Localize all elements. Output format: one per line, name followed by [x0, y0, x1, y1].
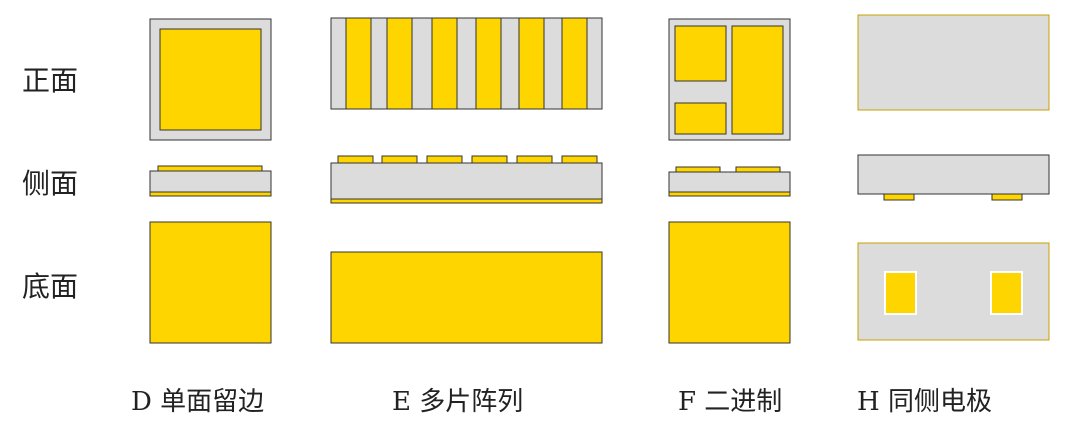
d-side-top-electrode [157, 165, 263, 172]
d-side-view [149, 165, 272, 197]
e-side-top-electrode [471, 155, 508, 164]
row-label-side: 侧面 [22, 167, 78, 200]
column-f [668, 18, 791, 344]
f-side-view [668, 166, 791, 197]
e-front-substrate [330, 17, 603, 110]
h-bottom-view [857, 242, 1050, 341]
e-front-strip [518, 17, 545, 110]
e-front-strip [386, 17, 413, 110]
f-side-top-electrode [735, 166, 781, 173]
row-label-bottom: 底面 [22, 270, 78, 303]
f-front-view [668, 18, 791, 141]
f-side-top-electrode [675, 166, 721, 173]
f-bottom-view [668, 221, 791, 344]
column-label-f: F 二进制 [678, 387, 782, 417]
e-side-bottom-electrode [330, 198, 603, 204]
row-label-front: 正面 [22, 64, 78, 97]
h-side-bottom-electrode [991, 193, 1023, 201]
column-label-h: H 同侧电极 [857, 387, 992, 417]
e-side-top-electrode [561, 155, 598, 164]
d-side-bottom-electrode [149, 191, 272, 197]
d-front-electrode [159, 28, 262, 131]
column-e [330, 17, 603, 344]
e-front-strip [431, 17, 458, 110]
h-side-bottom-electrode [883, 193, 915, 201]
e-bottom-view [330, 251, 603, 344]
column-label-d: D 单面留边 [131, 387, 264, 417]
e-front-strip [475, 17, 502, 110]
d-bottom-view [149, 221, 272, 344]
e-front-strip [345, 17, 372, 110]
h-side-view [857, 154, 1050, 201]
f-side-substrate [668, 171, 791, 193]
e-front-strip [561, 17, 588, 110]
column-label-e: E 多片阵列 [392, 387, 523, 417]
e-front-view [330, 17, 603, 110]
h-bottom-electrode [884, 271, 917, 315]
f-side-bottom-electrode [668, 191, 791, 197]
e-side-view [330, 155, 603, 204]
d-front-view [149, 18, 272, 141]
d-side-substrate [149, 170, 272, 193]
e-side-top-electrode [516, 155, 553, 164]
column-h [857, 14, 1050, 341]
e-side-top-electrode [337, 155, 374, 164]
f-front-electrode-tall [731, 25, 784, 135]
h-side-substrate [857, 154, 1050, 195]
h-bottom-electrode [990, 271, 1023, 315]
f-bottom-electrode [668, 221, 791, 344]
h-front-view [857, 14, 1050, 111]
e-side-top-electrode [381, 155, 418, 164]
d-bottom-electrode [149, 221, 272, 344]
e-side-substrate [330, 162, 603, 200]
h-front-substrate [857, 14, 1050, 111]
f-front-electrode-small [674, 102, 727, 135]
f-front-electrode-large [674, 25, 727, 82]
column-d [149, 18, 272, 344]
e-side-top-electrode [426, 155, 463, 164]
e-bottom-electrode [330, 251, 603, 344]
